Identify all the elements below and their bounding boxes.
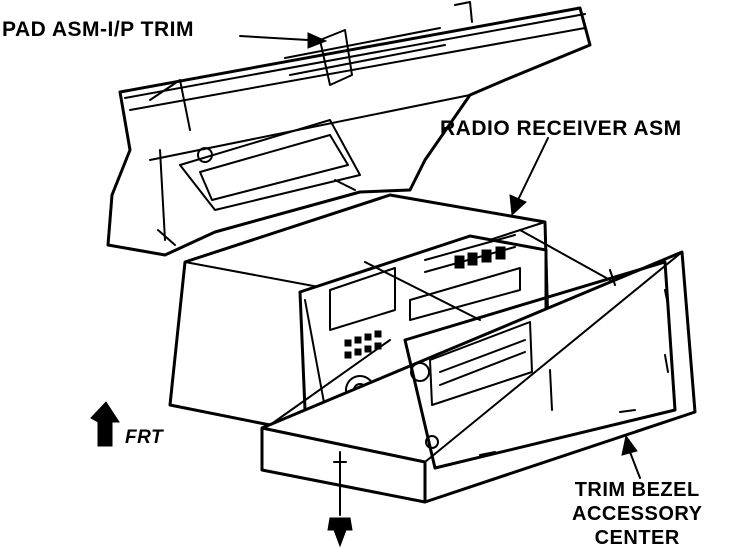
instrument-panel-pad — [106, 1, 592, 257]
front-direction-arrow-icon — [90, 401, 120, 447]
trim-bezel-label-line3: CENTER — [594, 527, 680, 549]
trim-bezel-label: TRIM BEZEL ACCESSORY CENTER — [572, 478, 702, 550]
screw-icon — [327, 451, 353, 548]
front-label: FRT — [125, 427, 164, 448]
trim-bezel-label-line1: TRIM BEZEL — [574, 479, 700, 501]
trim-bezel-label-line2: ACCESSORY — [572, 503, 703, 525]
trim-bezel-accessory-center — [260, 250, 697, 504]
pad-trim-label: PAD ASM-I/P TRIM — [2, 18, 194, 41]
radio-receiver-label: RADIO RECEIVER ASM — [440, 117, 682, 140]
callout-arrows — [239, 32, 641, 479]
